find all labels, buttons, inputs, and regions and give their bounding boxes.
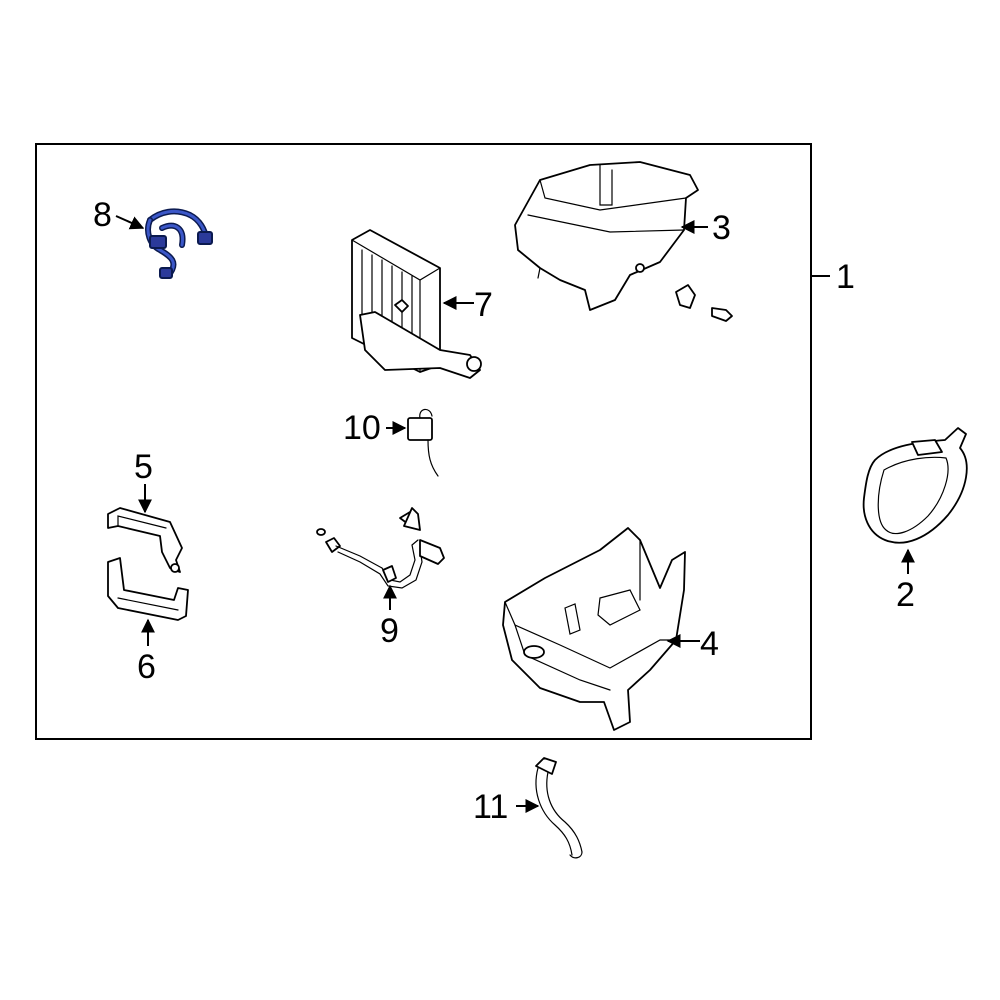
part-7-evaporator-core[interactable] — [351, 229, 482, 379]
callout-2[interactable]: 2 — [896, 576, 915, 614]
callout-7[interactable]: 7 — [474, 286, 493, 324]
leader-line-8 — [115, 215, 145, 230]
callout-11[interactable]: 11 — [473, 788, 508, 826]
part-3-upper-case[interactable] — [514, 161, 699, 311]
part-2-seal[interactable] — [862, 427, 968, 544]
part-5-upper-bracket[interactable] — [107, 507, 183, 573]
callout-3[interactable]: 3 — [712, 209, 731, 247]
callout-10[interactable]: 10 — [343, 409, 381, 447]
part-4-lower-case[interactable] — [502, 527, 686, 731]
callout-5[interactable]: 5 — [134, 448, 153, 486]
part-10-sensor[interactable] — [407, 408, 439, 477]
part-9-ac-line[interactable] — [316, 507, 445, 589]
callout-8[interactable]: 8 — [93, 196, 112, 234]
part-8-wiring-harness[interactable] — [145, 208, 213, 279]
callout-9[interactable]: 9 — [380, 612, 399, 650]
part-3-clip[interactable] — [675, 284, 733, 322]
assembly-frame — [35, 143, 812, 740]
callout-6[interactable]: 6 — [137, 648, 156, 686]
part-11-drain-hose[interactable] — [535, 757, 583, 859]
callout-1[interactable]: 1 — [836, 258, 855, 296]
part-6-lower-bracket[interactable] — [107, 557, 189, 621]
callout-4[interactable]: 4 — [700, 625, 719, 663]
